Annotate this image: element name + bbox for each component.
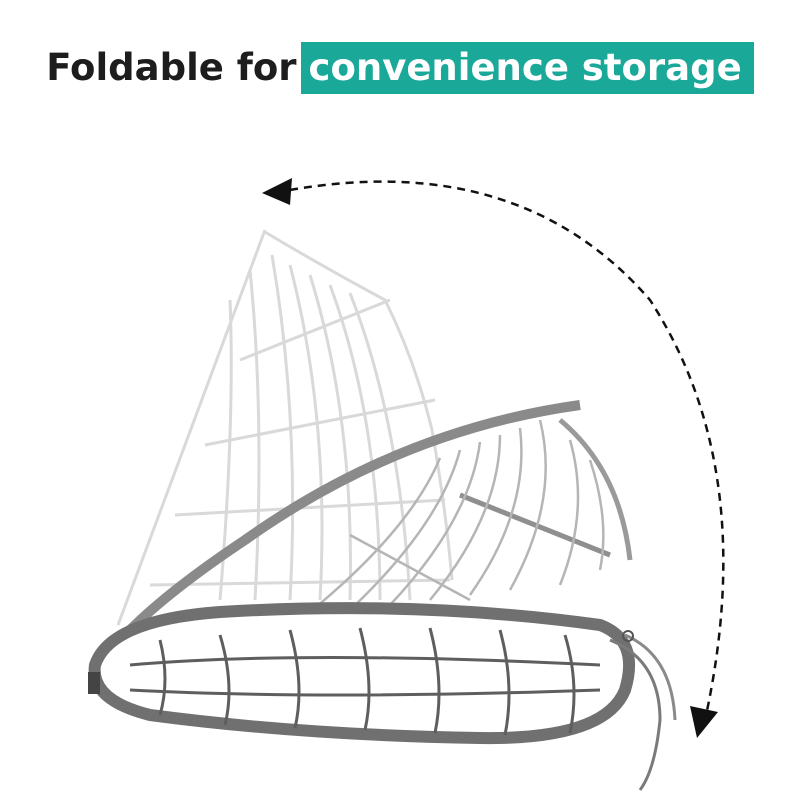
headline-plain-text: Foldable for — [46, 46, 297, 89]
chair-backrest-half-folded — [126, 400, 633, 634]
chair-backrest-upright-ghost — [116, 229, 454, 626]
headline-highlight-text: convenience storage — [300, 42, 754, 94]
chair-seat-folded-ring — [88, 602, 677, 791]
fold-direction-arrow-icon — [262, 178, 725, 738]
